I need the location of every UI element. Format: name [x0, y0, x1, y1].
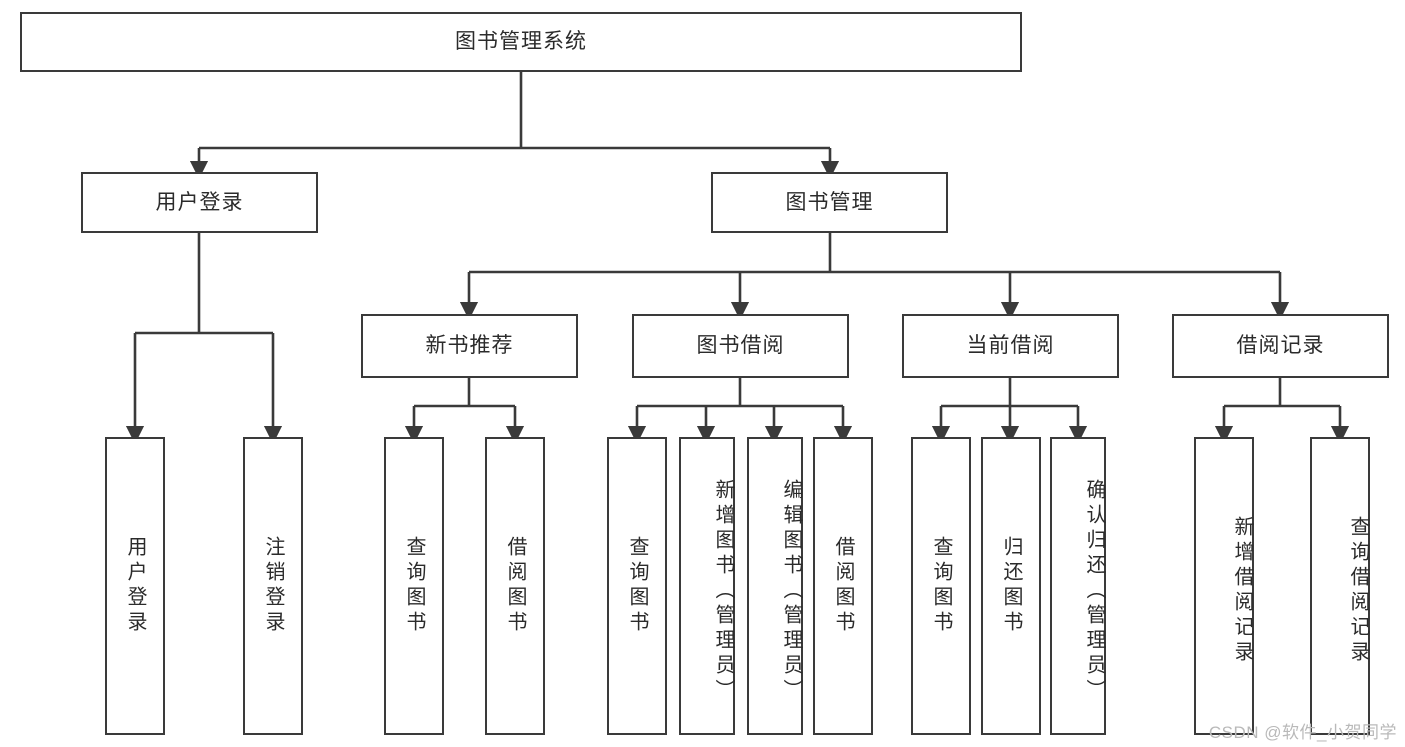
node-current-borrow[interactable]: 当前借阅 — [902, 314, 1119, 378]
node-leaf-add-book[interactable]: 新增图书（管理员） — [679, 437, 735, 735]
node-leaf-add-book-label: 新增图书（管理员） — [712, 478, 734, 704]
node-leaf-query-book-3[interactable]: 查询图书 — [911, 437, 971, 735]
node-leaf-borrow-book-2-label: 借阅图书 — [832, 536, 854, 636]
node-user-login[interactable]: 用户登录 — [81, 172, 318, 233]
node-leaf-confirm-return-label: 确认归还（管理员） — [1083, 478, 1105, 704]
node-leaf-user-login[interactable]: 用户登录 — [105, 437, 165, 735]
node-leaf-query-book-2[interactable]: 查询图书 — [607, 437, 667, 735]
node-leaf-add-borrow-record[interactable]: 新增借阅记录 — [1194, 437, 1254, 735]
node-user-login-label: 用户登录 — [155, 190, 244, 214]
node-leaf-query-borrow-record[interactable]: 查询借阅记录 — [1310, 437, 1370, 735]
node-book-manage[interactable]: 图书管理 — [711, 172, 948, 233]
node-leaf-query-book-1-label: 查询图书 — [403, 536, 425, 636]
node-book-borrow-label: 图书借阅 — [696, 334, 785, 358]
node-leaf-query-borrow-record-label: 查询借阅记录 — [1347, 516, 1369, 666]
node-book-manage-label: 图书管理 — [785, 190, 874, 214]
node-leaf-edit-book[interactable]: 编辑图书（管理员） — [747, 437, 803, 735]
node-borrow-record[interactable]: 借阅记录 — [1172, 314, 1389, 378]
node-new-book-recommend[interactable]: 新书推荐 — [361, 314, 578, 378]
node-leaf-query-book-2-label: 查询图书 — [626, 536, 648, 636]
node-root-system[interactable]: 图书管理系统 — [20, 12, 1022, 72]
node-new-book-recommend-label: 新书推荐 — [425, 334, 514, 358]
watermark-text: CSDN @软件_小贺同学 — [1208, 723, 1397, 742]
node-leaf-edit-book-label: 编辑图书（管理员） — [780, 478, 802, 704]
node-leaf-borrow-book-2[interactable]: 借阅图书 — [813, 437, 873, 735]
node-leaf-user-logout[interactable]: 注销登录 — [243, 437, 303, 735]
node-leaf-borrow-book-1[interactable]: 借阅图书 — [485, 437, 545, 735]
node-leaf-confirm-return[interactable]: 确认归还（管理员） — [1050, 437, 1106, 735]
node-root-system-label: 图书管理系统 — [455, 30, 587, 54]
node-leaf-return-book-label: 归还图书 — [1000, 536, 1022, 636]
node-leaf-user-login-label: 用户登录 — [124, 536, 146, 636]
node-leaf-add-borrow-record-label: 新增借阅记录 — [1231, 516, 1253, 666]
node-leaf-user-logout-label: 注销登录 — [262, 536, 284, 636]
node-borrow-record-label: 借阅记录 — [1236, 334, 1325, 358]
node-leaf-return-book[interactable]: 归还图书 — [981, 437, 1041, 735]
node-leaf-query-book-1[interactable]: 查询图书 — [384, 437, 444, 735]
node-leaf-query-book-3-label: 查询图书 — [930, 536, 952, 636]
node-current-borrow-label: 当前借阅 — [966, 334, 1055, 358]
node-book-borrow[interactable]: 图书借阅 — [632, 314, 849, 378]
node-leaf-borrow-book-1-label: 借阅图书 — [504, 536, 526, 636]
